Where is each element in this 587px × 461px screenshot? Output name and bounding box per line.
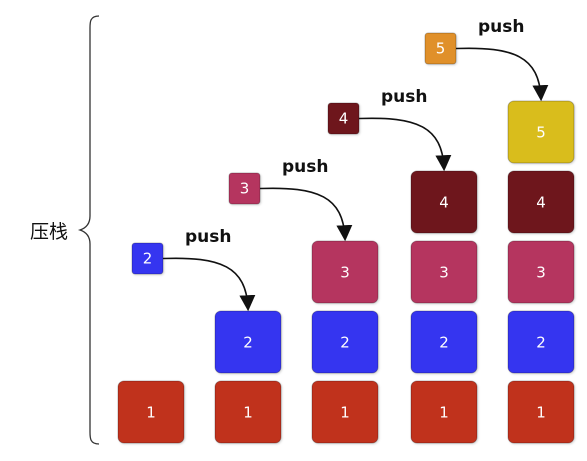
push-card-2-label: 2 bbox=[143, 250, 153, 268]
stack-column-4: 1 2 3 4 bbox=[410, 170, 478, 444]
push-card-5-label: 5 bbox=[436, 40, 446, 58]
stack-5-block-5-label: 5 bbox=[536, 123, 546, 141]
stack-1-block-1-label: 1 bbox=[146, 403, 156, 421]
stack-5-block-3-label: 3 bbox=[536, 263, 546, 281]
push-card-3: 3 bbox=[228, 172, 261, 205]
stack-4-block-1-shape bbox=[410, 380, 478, 444]
stack-column-1: 1 bbox=[117, 380, 185, 444]
stack-1-block-1-shape bbox=[117, 380, 185, 444]
stack-4-block-4: 4 bbox=[410, 170, 478, 234]
push-card-5: 5 bbox=[424, 32, 457, 65]
push-step-4: 4 push bbox=[327, 87, 452, 172]
push-card-4-label: 4 bbox=[339, 110, 349, 128]
push-step-3: 3 push bbox=[228, 157, 353, 242]
stack-5-block-1-label: 1 bbox=[536, 403, 546, 421]
stack-4-block-2-label: 2 bbox=[439, 333, 449, 351]
stack-3-block-2-label: 2 bbox=[340, 333, 350, 351]
push-arrow-5 bbox=[455, 47, 549, 102]
curly-brace bbox=[77, 15, 100, 445]
push-arrow-4 bbox=[358, 117, 452, 172]
stack-2-block-1-shape bbox=[214, 380, 282, 444]
stack-3-block-3-label: 3 bbox=[340, 263, 350, 281]
stack-5-block-1: 1 bbox=[507, 380, 575, 444]
stack-5-block-2: 2 bbox=[507, 310, 575, 374]
stack-4-block-1-label: 1 bbox=[439, 403, 449, 421]
stack-4-block-3: 3 bbox=[410, 240, 478, 304]
stack-3-block-3: 3 bbox=[311, 240, 379, 304]
stack-5-block-4-label: 4 bbox=[536, 193, 546, 211]
push-annotations: 2 push 3 push 4 push 5 push bbox=[131, 17, 549, 312]
stack-5-block-4: 4 bbox=[507, 170, 575, 234]
stack-5-block-3: 3 bbox=[507, 240, 575, 304]
push-card-2: 2 bbox=[131, 242, 164, 275]
side-label: 压栈 bbox=[30, 221, 68, 243]
stack-4-block-4-label: 4 bbox=[439, 193, 449, 211]
stack-3-block-1: 1 bbox=[311, 380, 379, 444]
push-card-4: 4 bbox=[327, 102, 360, 135]
stack-5-block-1-shape bbox=[507, 380, 575, 444]
stack-1-block-1: 1 bbox=[117, 380, 185, 444]
push-card-3-label: 3 bbox=[240, 180, 250, 198]
stack-column-3: 1 2 3 bbox=[311, 240, 379, 444]
push-step-2: 2 push bbox=[131, 227, 256, 312]
stack-4-block-3-shape bbox=[410, 240, 478, 304]
push-arrow-2 bbox=[162, 257, 256, 312]
stack-5-block-5: 5 bbox=[507, 100, 575, 164]
push-label-5: push bbox=[478, 17, 525, 37]
stack-2-block-1: 1 bbox=[214, 380, 282, 444]
push-label-2: push bbox=[185, 227, 232, 247]
stack-column-5: 1 2 3 4 5 bbox=[507, 100, 575, 444]
stack-3-block-2-shape bbox=[311, 310, 379, 374]
stack-2-block-2-label: 2 bbox=[243, 333, 253, 351]
stack-3-block-2: 2 bbox=[311, 310, 379, 374]
push-label-4: push bbox=[381, 87, 428, 107]
stack-4-block-1: 1 bbox=[410, 380, 478, 444]
stack-3-block-1-shape bbox=[311, 380, 379, 444]
stack-3-block-1-label: 1 bbox=[340, 403, 350, 421]
stack-5-block-2-label: 2 bbox=[536, 333, 546, 351]
stack-5-block-2-shape bbox=[507, 310, 575, 374]
stack-5-block-4-shape bbox=[507, 170, 575, 234]
stack-2-block-2: 2 bbox=[214, 310, 282, 374]
stack-4-block-2: 2 bbox=[410, 310, 478, 374]
stack-4-block-3-label: 3 bbox=[439, 263, 449, 281]
stack-5-block-3-shape bbox=[507, 240, 575, 304]
stack-column-2: 12 bbox=[214, 310, 282, 444]
push-label-3: push bbox=[282, 157, 329, 177]
push-step-5: 5 push bbox=[424, 17, 549, 102]
stack-4-block-2-shape bbox=[410, 310, 478, 374]
push-arrow-3 bbox=[259, 187, 353, 242]
stack-2-block-1-label: 1 bbox=[243, 403, 253, 421]
